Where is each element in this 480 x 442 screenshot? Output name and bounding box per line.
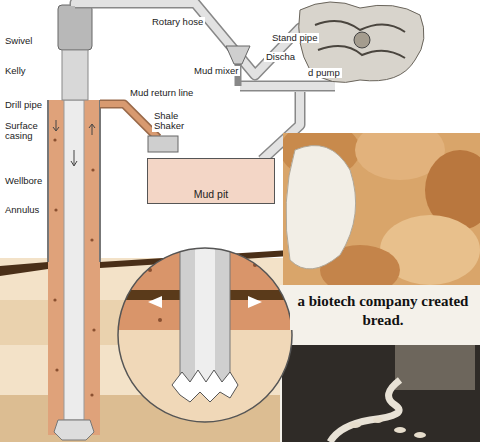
part-label: Rotary hose [150, 17, 205, 27]
tank-box: Mud pit [147, 158, 275, 204]
shale-shaker [148, 136, 178, 152]
part-label: Wellbore [5, 176, 47, 186]
part-label: Kelly [5, 66, 55, 76]
vintage-panel [395, 345, 475, 390]
bread-photo [283, 133, 480, 285]
part-label: Mud return line [128, 88, 195, 98]
magnifier [148, 296, 162, 308]
vintage-panel [414, 432, 426, 438]
ornate-engraving [315, 21, 405, 58]
shale-shaker [148, 136, 178, 152]
part-label: Swivel [5, 36, 55, 46]
well [91, 168, 94, 171]
part-label: Drill pipe [5, 100, 47, 110]
vintage-panel [280, 285, 480, 442]
well [48, 5, 100, 440]
part-label: Annulus [5, 205, 47, 215]
well [47, 100, 49, 262]
pipes [240, 81, 335, 92]
vintage-panel [349, 422, 361, 428]
vintage-panel [282, 345, 480, 442]
magnifier [118, 248, 292, 422]
node-text: Mud pit [148, 188, 274, 200]
vintage-panel [349, 417, 426, 438]
well [53, 120, 59, 131]
part-label: Surface casing [5, 121, 45, 142]
mud-mixer [226, 46, 250, 64]
well [99, 100, 101, 262]
magnifier [195, 247, 215, 387]
well [53, 138, 95, 396]
vintage-panel [373, 417, 383, 423]
part-label: Stand pipe [270, 33, 319, 43]
pipes [100, 104, 158, 138]
well [64, 100, 84, 420]
bread-photo [286, 146, 356, 269]
well [89, 124, 95, 135]
magnifier [118, 247, 292, 402]
magnifier [180, 247, 230, 387]
well [53, 298, 56, 301]
well [62, 50, 88, 100]
well [71, 150, 77, 166]
well [54, 208, 57, 211]
ornate-engraving [354, 32, 370, 48]
pipes [240, 82, 335, 90]
well [53, 120, 95, 166]
magnifier [148, 296, 262, 308]
well [90, 393, 93, 396]
caption-text: a biotech company created bread. [290, 292, 476, 330]
ground-layers [0, 262, 48, 276]
well [92, 328, 95, 331]
magnifier [148, 263, 257, 322]
part-label: Mud mixer [192, 66, 240, 76]
well [58, 5, 92, 50]
magnifier [118, 247, 292, 422]
well [48, 100, 100, 435]
part-label: d pump [306, 68, 342, 78]
magnifier [248, 296, 262, 308]
part-label: Discha [264, 52, 297, 62]
well [90, 238, 93, 241]
mud-mixer [226, 46, 250, 64]
pipes [100, 104, 158, 138]
well [53, 138, 56, 141]
vintage-panel [280, 285, 480, 442]
part-label: Shale Shaker [152, 111, 190, 132]
magnifier [172, 370, 238, 402]
vintage-panel [330, 380, 400, 442]
well [55, 368, 58, 371]
well [54, 420, 94, 440]
magnifier [158, 318, 162, 322]
vintage-panel [394, 427, 406, 433]
magnifier [118, 248, 292, 422]
